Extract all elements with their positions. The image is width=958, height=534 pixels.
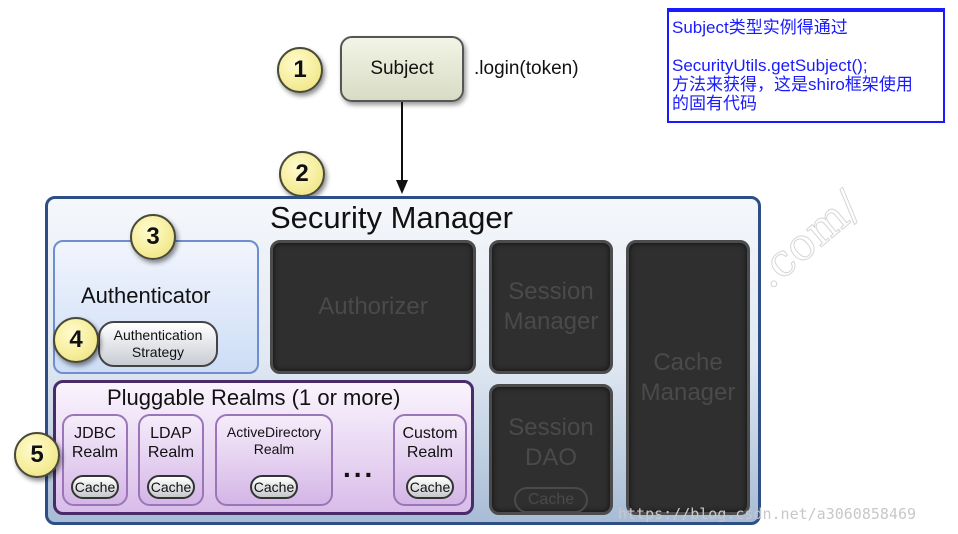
callout-2: 2	[279, 151, 325, 197]
realm-activedirectory: ActiveDirectory Realm Cache	[215, 414, 333, 506]
session-manager-line-2: Manager	[503, 308, 599, 335]
authentication-strategy-box: Authentication Strategy	[98, 321, 218, 367]
session-dao-box: Session DAO Cache	[489, 384, 613, 515]
realm-cache: Cache	[71, 475, 119, 499]
annotation-note: Subject类型实例得通过 SecurityUtils.getSubject(…	[667, 8, 945, 123]
callout-5: 5	[14, 432, 60, 478]
cache-manager-line-1: Cache	[653, 348, 723, 376]
note-blank-line	[672, 37, 940, 56]
arrow-down-icon	[396, 102, 408, 194]
realm-line-1: Custom	[402, 425, 458, 442]
note-line-2: SecurityUtils.getSubject();	[672, 56, 868, 75]
session-dao-cache: Cache	[514, 487, 588, 513]
realm-ldap: LDAP Realm Cache	[138, 414, 204, 506]
cache-manager-box: Cache Manager	[626, 240, 750, 515]
security-manager-title: Security Manager	[270, 200, 513, 235]
strategy-line-1: Authentication	[113, 327, 203, 343]
authorizer-box: Authorizer	[270, 240, 476, 374]
realm-cache: Cache	[250, 475, 298, 499]
realm-line-1: LDAP	[150, 425, 192, 442]
authorizer-label: Authorizer	[318, 293, 428, 320]
callout-4: 4	[53, 317, 99, 363]
realm-jdbc: JDBC Realm Cache	[62, 414, 128, 506]
session-manager-box: Session Manager	[489, 240, 613, 374]
watermark-url: https://blog.csdn.net/a3060858469	[618, 505, 917, 523]
callout-3: 3	[130, 214, 176, 260]
svg-text:.com/: .com/	[744, 181, 870, 298]
note-line-4: 的固有代码	[672, 94, 757, 113]
callout-1: 1	[277, 47, 323, 93]
session-dao-line-1: Session	[508, 414, 594, 441]
realm-line-2: Realm	[253, 441, 295, 457]
subject-box: Subject	[340, 36, 464, 102]
login-method-label: .login(token)	[474, 58, 579, 79]
pluggable-realms-title: Pluggable Realms (1 or more)	[107, 385, 401, 410]
note-line-1: Subject类型实例得通过	[672, 18, 848, 37]
session-dao-line-2: DAO	[524, 444, 577, 471]
cache-manager-line-2: Manager	[640, 378, 736, 406]
realms-ellipsis: ...	[343, 452, 376, 483]
realm-line-2: Realm	[406, 444, 454, 461]
realm-cache: Cache	[406, 475, 454, 499]
realm-custom: Custom Realm Cache	[393, 414, 467, 506]
strategy-line-2: Strategy	[131, 344, 185, 360]
authenticator-title: Authenticator	[81, 283, 211, 308]
realm-line-2: Realm	[147, 444, 195, 461]
realm-cache: Cache	[147, 475, 195, 499]
realm-line-1: JDBC	[74, 425, 116, 442]
note-line-3: 方法来获得，这是shiro框架使用	[672, 75, 913, 94]
realm-line-1: ActiveDirectory	[226, 424, 322, 440]
realm-line-2: Realm	[71, 444, 119, 461]
session-manager-line-1: Session	[508, 278, 594, 305]
